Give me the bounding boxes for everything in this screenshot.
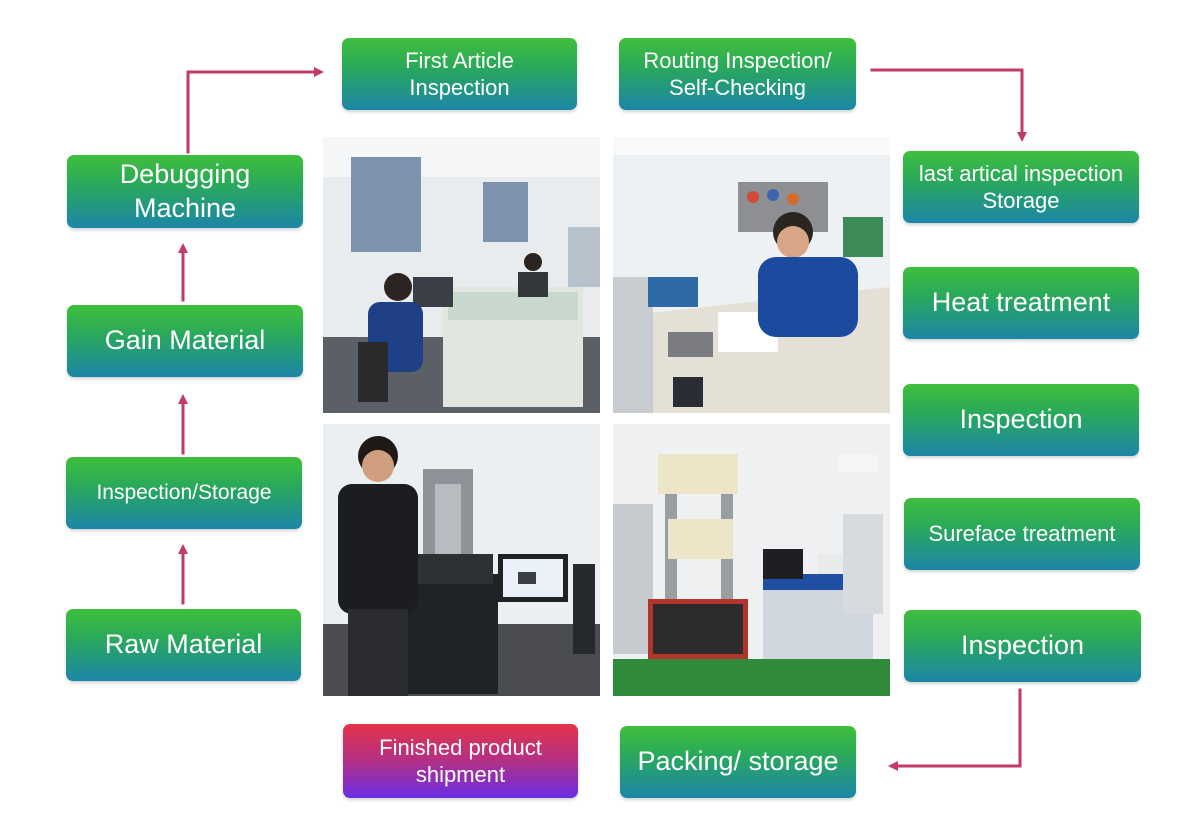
step-finished-product-shipment: Finished product shipment xyxy=(343,724,578,798)
step-inspection-storage: Inspection/Storage xyxy=(66,457,302,529)
measuring-machine-photo xyxy=(323,424,600,696)
arrow-debugging-to-first-article xyxy=(186,67,324,154)
step-last-artical-inspection: last artical inspection Storage xyxy=(903,151,1139,223)
step-inspection-1: Inspection xyxy=(903,384,1139,456)
step-gain-material: Gain Material xyxy=(67,305,303,377)
step-debugging-machine: Debugging Machine xyxy=(67,155,303,228)
tensile-testing-machine-photo xyxy=(613,424,890,696)
step-sureface-treatment: Sureface treatment xyxy=(904,498,1140,570)
step-packing-storage: Packing/ storage xyxy=(620,726,856,798)
step-routing-inspection: Routing Inspection/ Self-Checking xyxy=(619,38,856,110)
step-first-article-inspection: First Article Inspection xyxy=(342,38,577,110)
arrow-routing-to-last-artical xyxy=(870,68,1027,142)
step-raw-material: Raw Material xyxy=(66,609,301,681)
inspector-at-desk-photo xyxy=(613,137,890,413)
arrow-inspection-to-packing xyxy=(888,688,1022,771)
step-inspection-2: Inspection xyxy=(904,610,1141,682)
office-workers-photo xyxy=(323,137,600,413)
step-heat-treatment: Heat treatment xyxy=(903,267,1139,339)
